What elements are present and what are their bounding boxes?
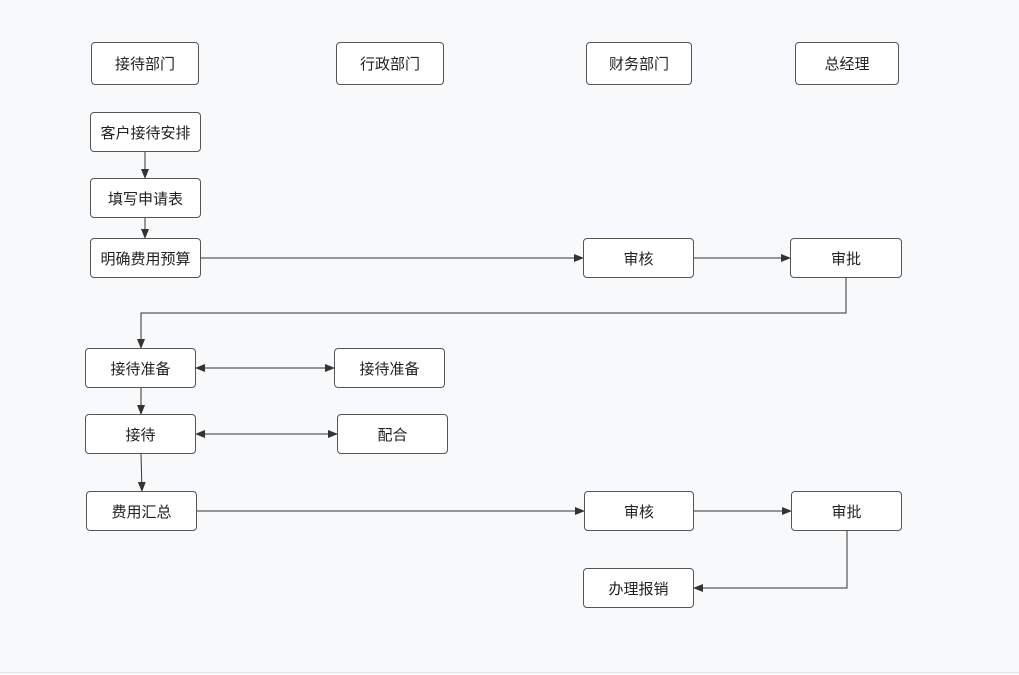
node-reimbursement: 办理报销: [583, 568, 694, 608]
node-reception: 接待: [85, 414, 196, 454]
node-review-2: 审核: [584, 491, 694, 531]
arrow-approve-to-reimburse: [693, 531, 848, 592]
header-finance-dept: 财务部门: [586, 42, 692, 85]
node-cooperate: 配合: [337, 414, 448, 454]
header-general-manager: 总经理: [795, 42, 899, 85]
node-define-budget: 明确费用预算: [90, 238, 201, 278]
node-fill-application: 填写申请表: [90, 178, 201, 218]
node-review-1: 审核: [583, 238, 694, 278]
node-approve-1: 审批: [790, 238, 902, 278]
node-approve-2: 审批: [791, 491, 902, 531]
header-reception-dept: 接待部门: [91, 42, 199, 85]
header-admin-dept: 行政部门: [336, 42, 444, 85]
node-admin-prep: 接待准备: [334, 348, 445, 388]
arrow-approve-to-prep: [137, 278, 847, 349]
arrow-reception-to-summary: [137, 453, 146, 492]
node-expense-summary: 费用汇总: [86, 491, 197, 531]
node-reception-prep: 接待准备: [85, 348, 196, 388]
node-arrange-reception: 客户接待安排: [90, 112, 201, 152]
page-bottom-border: [0, 672, 1019, 673]
